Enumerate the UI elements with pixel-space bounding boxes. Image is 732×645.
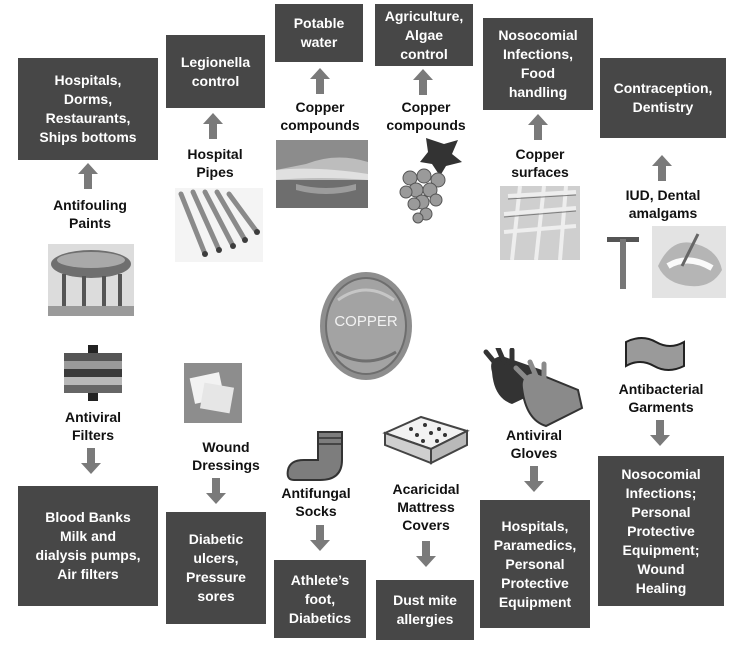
center-label: COPPER xyxy=(334,313,398,330)
arrow-down-icon xyxy=(416,541,436,567)
arrow-up-icon xyxy=(652,155,672,181)
garment-fabric-icon xyxy=(625,337,685,371)
arrow-down-icon xyxy=(524,466,544,492)
arrow-up-icon xyxy=(528,114,548,140)
sock-icon xyxy=(286,431,343,481)
use-box-socks: Athlete’s foot, Diabetics xyxy=(274,560,366,638)
arrow-down-icon xyxy=(650,420,670,446)
use-box-mattress: Dust mite allergies xyxy=(376,580,474,640)
copper-pipes-image xyxy=(175,188,263,262)
agent-label-garments: Antibacterial Garments xyxy=(618,381,704,415)
agent-label-water: Copper compounds xyxy=(280,99,360,133)
arrow-up-icon xyxy=(413,69,433,95)
arrow-down-icon xyxy=(81,448,101,474)
arrow-up-icon xyxy=(203,113,223,139)
dam-image xyxy=(276,140,368,208)
agent-label-gloves: Antiviral Gloves xyxy=(505,427,562,461)
agent-label-mattress: Acaricidal Mattress Covers xyxy=(392,481,460,533)
use-box-antifouling: Hospitals, Dorms, Restaurants, Ships bot… xyxy=(18,58,158,160)
ship-hull-image xyxy=(48,244,134,316)
copper-surface-image xyxy=(500,186,580,260)
dental-image xyxy=(652,226,726,298)
iud-icon xyxy=(607,237,639,289)
arrow-up-icon xyxy=(78,163,98,189)
use-box-iud: Contraception, Dentistry xyxy=(600,58,726,138)
agent-label-pipes: Hospital Pipes xyxy=(187,146,243,180)
use-box-surfaces: Nosocomial Infections, Food handling xyxy=(483,18,593,110)
wound-dressing-image xyxy=(184,363,242,423)
agent-label-wound: Wound Dressings xyxy=(192,439,260,473)
arrow-down-icon xyxy=(310,525,330,551)
use-box-filters: Blood Banks Milk and dialysis pumps, Air… xyxy=(18,486,158,606)
mattress-icon xyxy=(382,415,470,465)
agent-label-antifouling: Antifouling Paints xyxy=(53,197,127,231)
gloves-icon xyxy=(483,348,584,428)
filter-icon xyxy=(64,345,122,401)
use-box-gloves: Hospitals, Paramedics, Personal Protecti… xyxy=(480,500,590,628)
use-box-wound: Diabetic ulcers, Pressure sores xyxy=(166,512,266,624)
agent-label-surfaces: Copper surfaces xyxy=(511,146,569,180)
arrow-down-icon xyxy=(206,478,226,504)
agent-label-socks: Antifungal Socks xyxy=(281,485,351,519)
use-box-agri: Agriculture, Algae control xyxy=(375,4,473,66)
agent-label-filters: Antiviral Filters xyxy=(64,409,121,443)
agent-label-iud: IUD, Dental amalgams xyxy=(625,187,701,221)
agent-label-agri: Copper compounds xyxy=(386,99,466,133)
use-box-water: Potable water xyxy=(275,4,363,62)
grapes-icon xyxy=(399,138,462,224)
copper-coin-icon xyxy=(320,272,412,380)
use-box-garments: Nosocomial Infections; Personal Protecti… xyxy=(598,456,724,606)
arrow-up-icon xyxy=(310,68,330,94)
use-box-pipes: Legionella control xyxy=(166,35,265,108)
